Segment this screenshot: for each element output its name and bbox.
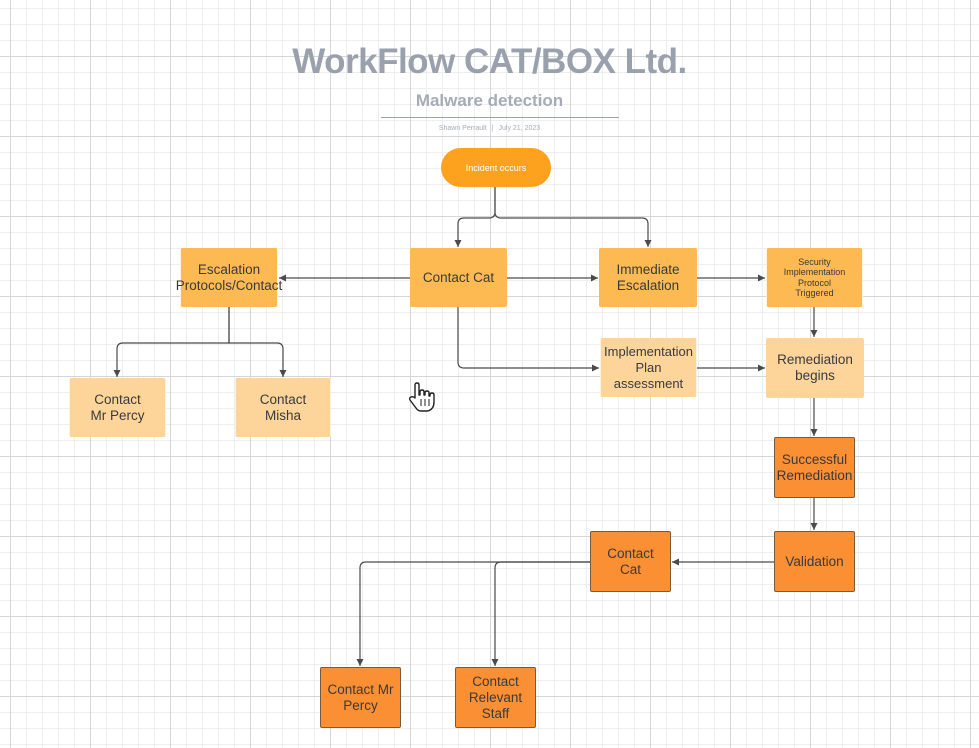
- node-contact-misha[interactable]: Contact Misha: [235, 378, 331, 437]
- node-implementation-plan[interactable]: Implementation Plan assessment: [600, 338, 697, 397]
- document-subtitle: Malware detection: [415, 91, 564, 110]
- node-label: Validation: [785, 553, 844, 569]
- node-remediation-begins[interactable]: Remediation begins: [766, 338, 864, 398]
- node-label: Contact Relevant Staff: [468, 673, 523, 721]
- node-label: Contact Misha: [259, 391, 307, 423]
- connector-cat-staff: [491, 561, 590, 666]
- connector-cat-implementation: [457, 307, 599, 372]
- node-label: Security Implementation Protocol Trigger…: [783, 256, 846, 299]
- node-escalation-protocols[interactable]: Escalation Protocols/Contact: [176, 248, 282, 307]
- title-divider: [381, 117, 619, 118]
- node-label: Contact Cat: [422, 269, 495, 285]
- node-label: Remediation begins: [777, 352, 853, 383]
- node-contact-percy-bottom[interactable]: Contact Mr Percy: [320, 667, 401, 728]
- byline: Shawn Perrault | July 21, 2023: [0, 125, 979, 132]
- connector-incident-contact-cat: [454, 187, 496, 247]
- document-title: WorkFlow CAT/BOX Ltd.: [292, 42, 687, 81]
- node-label: Implementation Plan assessment: [604, 343, 693, 391]
- node-contact-cat-top[interactable]: Contact Cat: [410, 248, 507, 307]
- connector-incident-escalation: [494, 187, 652, 247]
- node-successful-remediation[interactable]: Successful Remediation: [774, 437, 855, 498]
- node-label: Contact Mr Percy: [90, 391, 145, 423]
- document-date: July 21, 2023: [498, 125, 541, 132]
- byline-separator: |: [491, 125, 494, 132]
- node-contact-cat-bottom[interactable]: Contact Cat: [590, 531, 671, 592]
- node-contact-percy-top[interactable]: Contact Mr Percy: [69, 378, 166, 437]
- node-label: Contact Mr Percy: [327, 681, 394, 713]
- connector-protocols-percy: [113, 307, 230, 377]
- node-label: Escalation Protocols/Contact: [175, 261, 283, 293]
- hand-pointer-icon: [408, 382, 438, 419]
- node-contact-relevant-staff[interactable]: Contact Relevant Staff: [455, 667, 536, 728]
- node-incident-occurs[interactable]: Incident occurs: [441, 148, 551, 187]
- node-label: Contact Cat: [607, 545, 654, 577]
- node-label: Successful Remediation: [776, 451, 853, 483]
- node-label: Incident occurs: [465, 162, 527, 173]
- author-name: Shawn Perrault: [438, 125, 487, 132]
- node-label: Immediate Escalation: [616, 261, 680, 293]
- connector-protocols-misha: [228, 307, 287, 377]
- node-validation[interactable]: Validation: [774, 531, 855, 592]
- node-immediate-escalation[interactable]: Immediate Escalation: [599, 248, 697, 307]
- connector-cat-percy: [356, 561, 590, 666]
- node-security-protocol[interactable]: Security Implementation Protocol Trigger…: [766, 248, 863, 307]
